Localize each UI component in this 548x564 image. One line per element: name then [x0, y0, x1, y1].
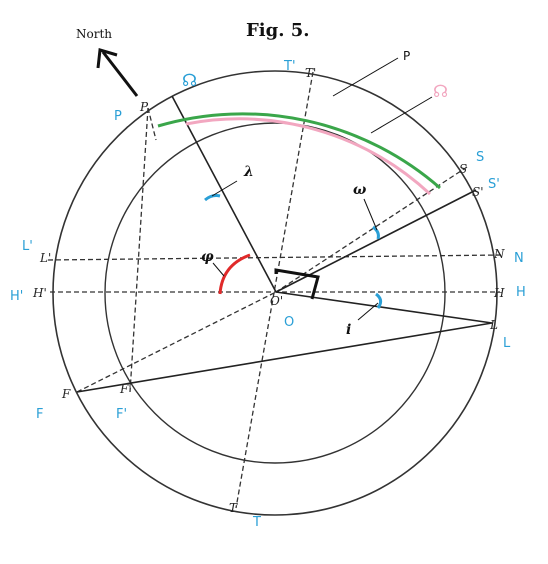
- phi-label: φ: [201, 249, 214, 265]
- omega-angle-mark: [372, 225, 380, 240]
- line-pi-center: [171, 95, 277, 293]
- old-label-l-prime: L': [39, 251, 51, 265]
- blue-label-t-bottom: T: [252, 515, 261, 530]
- node-symbol-pink: ☊: [433, 82, 448, 102]
- blue-label-l-prime: L': [22, 239, 33, 254]
- blue-label-s-prime: S': [488, 177, 500, 192]
- blue-label-f-prime: F': [116, 407, 127, 422]
- blue-label-h-prime: H': [10, 289, 23, 304]
- iota-angle-mark: [375, 292, 383, 309]
- blue-label-s: S: [476, 150, 484, 165]
- old-label-f: F: [61, 387, 71, 401]
- old-label-t-top: T': [305, 66, 316, 80]
- phi-angle-mark: [218, 253, 251, 295]
- old-label-l: L: [489, 318, 498, 332]
- inner-circle: [104, 122, 446, 464]
- lambda-label: λ: [243, 164, 254, 180]
- north-label: North: [76, 27, 112, 41]
- omega-label: ω: [353, 182, 367, 198]
- lambda-pointer: [211, 180, 238, 197]
- old-label-s-prime: S': [472, 185, 484, 199]
- old-label-h: H: [493, 286, 505, 300]
- right-angle-marker-upper: [274, 268, 320, 300]
- iota-pointer: [357, 302, 379, 321]
- outer-circle: [52, 70, 498, 516]
- old-label-t-bottom: T: [229, 501, 238, 515]
- node-symbol-blue: ☊: [182, 71, 197, 91]
- line-ln: [47, 254, 503, 261]
- omega-pointer: [363, 198, 378, 231]
- old-label-h-prime: H': [32, 286, 47, 300]
- line-p-edge: [147, 107, 157, 141]
- blue-label-l: L: [503, 336, 511, 351]
- blue-label-n: N: [514, 251, 524, 266]
- old-label-f-prime: F': [119, 382, 132, 396]
- pink-arc: [185, 117, 432, 196]
- green-arc: [157, 112, 441, 190]
- phi-pointer: [212, 262, 225, 277]
- iota-label: i: [346, 322, 351, 338]
- pointer-node: [370, 96, 433, 134]
- line-p-f: [129, 107, 149, 393]
- old-label-s: S: [459, 162, 467, 176]
- line-ss: [275, 166, 468, 293]
- line-f-l: [76, 322, 493, 393]
- old-label-o-prime: O': [270, 294, 283, 308]
- north-arrowhead: [96, 48, 118, 69]
- pointer-label-p: P: [403, 49, 410, 63]
- line-center-l: [275, 291, 493, 324]
- pointer-p: [332, 57, 399, 97]
- blue-label-o: O: [284, 315, 294, 330]
- figure-title: Fig. 5.: [246, 20, 310, 41]
- line-tt: [235, 71, 314, 509]
- blue-label-t-top: T': [283, 59, 296, 74]
- blue-label-p: P: [114, 109, 122, 124]
- north-arrow: [101, 51, 139, 97]
- blue-label-h: H: [516, 285, 526, 300]
- line-f-center: [76, 291, 277, 393]
- old-label-p: P: [139, 100, 149, 114]
- line-center-s: [275, 189, 477, 293]
- blue-label-f: F: [36, 407, 43, 422]
- old-label-n: N: [493, 247, 505, 261]
